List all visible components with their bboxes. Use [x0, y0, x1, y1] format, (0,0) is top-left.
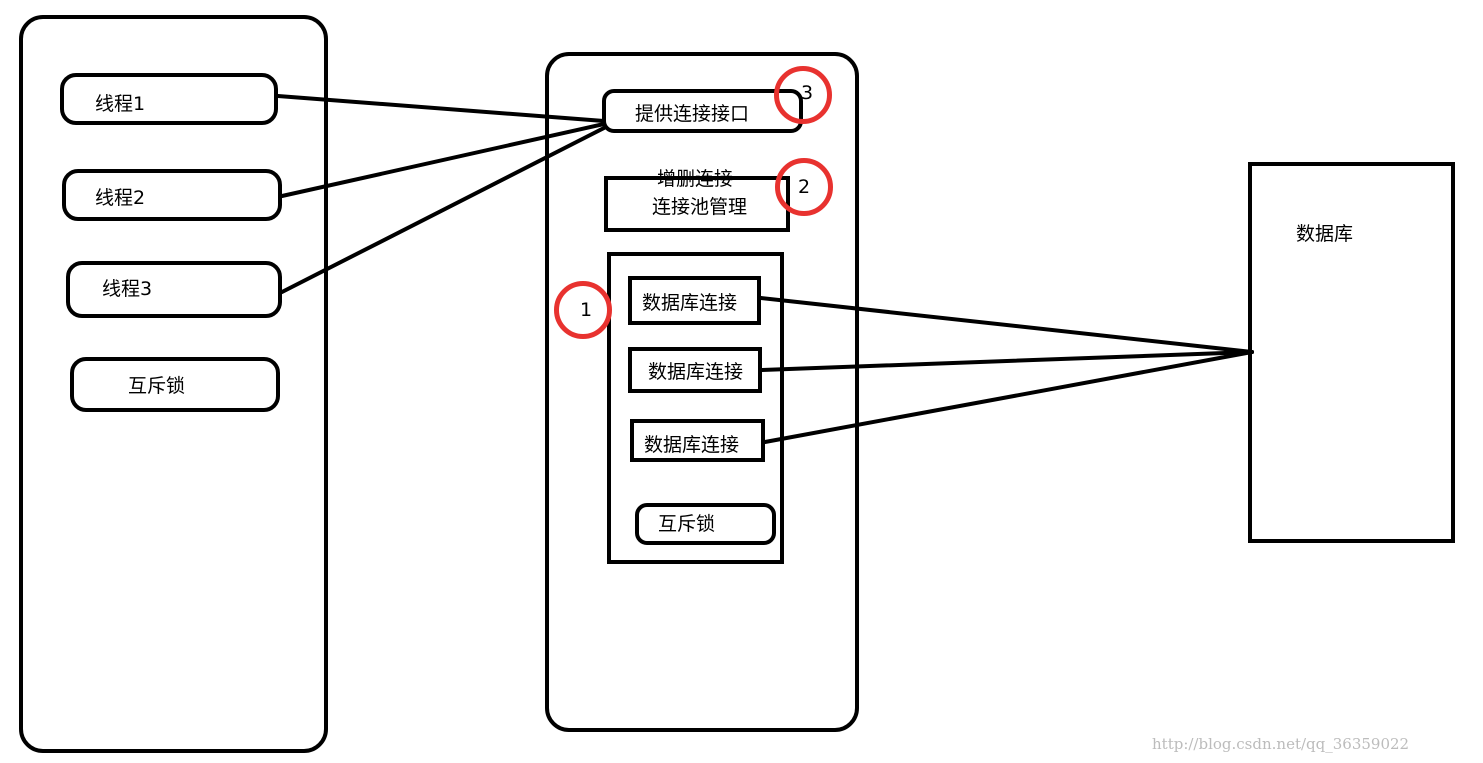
- add-remove-connection-label: 增删连接: [657, 168, 734, 190]
- thread-1-label: 线程1: [95, 93, 146, 115]
- marker-1-number: 1: [580, 299, 593, 321]
- marker-1-circle: [554, 281, 612, 339]
- pool-manager-box: [604, 176, 790, 232]
- db-connection-3-label: 数据库连接: [644, 434, 740, 456]
- threads-mutex-label: 互斥锁: [128, 375, 186, 397]
- pool-mutex-box: [635, 503, 776, 545]
- threads-mutex-box: [70, 357, 280, 412]
- marker-2-circle: [775, 158, 833, 216]
- pool-mutex-label: 互斥锁: [658, 513, 716, 535]
- thread-1-box: [60, 73, 278, 125]
- watermark-url: http://blog.csdn.net/qq_36359022: [1152, 735, 1410, 753]
- thread-3-label: 线程3: [102, 278, 153, 300]
- thread-2-label: 线程2: [95, 187, 146, 209]
- db-connection-1-label: 数据库连接: [642, 292, 738, 314]
- marker-2-number: 2: [798, 176, 811, 198]
- pool-manager-label: 连接池管理: [652, 196, 748, 218]
- database-label: 数据库: [1296, 223, 1354, 245]
- db-connection-2-box: [628, 347, 762, 393]
- db-connection-2-label: 数据库连接: [648, 361, 744, 383]
- marker-3-number: 3: [801, 82, 814, 104]
- db-connection-1-box: [628, 276, 761, 325]
- thread-3-box: [66, 261, 282, 318]
- database-box: [1248, 162, 1455, 543]
- interface-label: 提供连接接口: [635, 103, 750, 125]
- thread-2-box: [62, 169, 282, 221]
- marker-3-circle: [774, 66, 832, 124]
- db-connection-3-box: [630, 419, 765, 462]
